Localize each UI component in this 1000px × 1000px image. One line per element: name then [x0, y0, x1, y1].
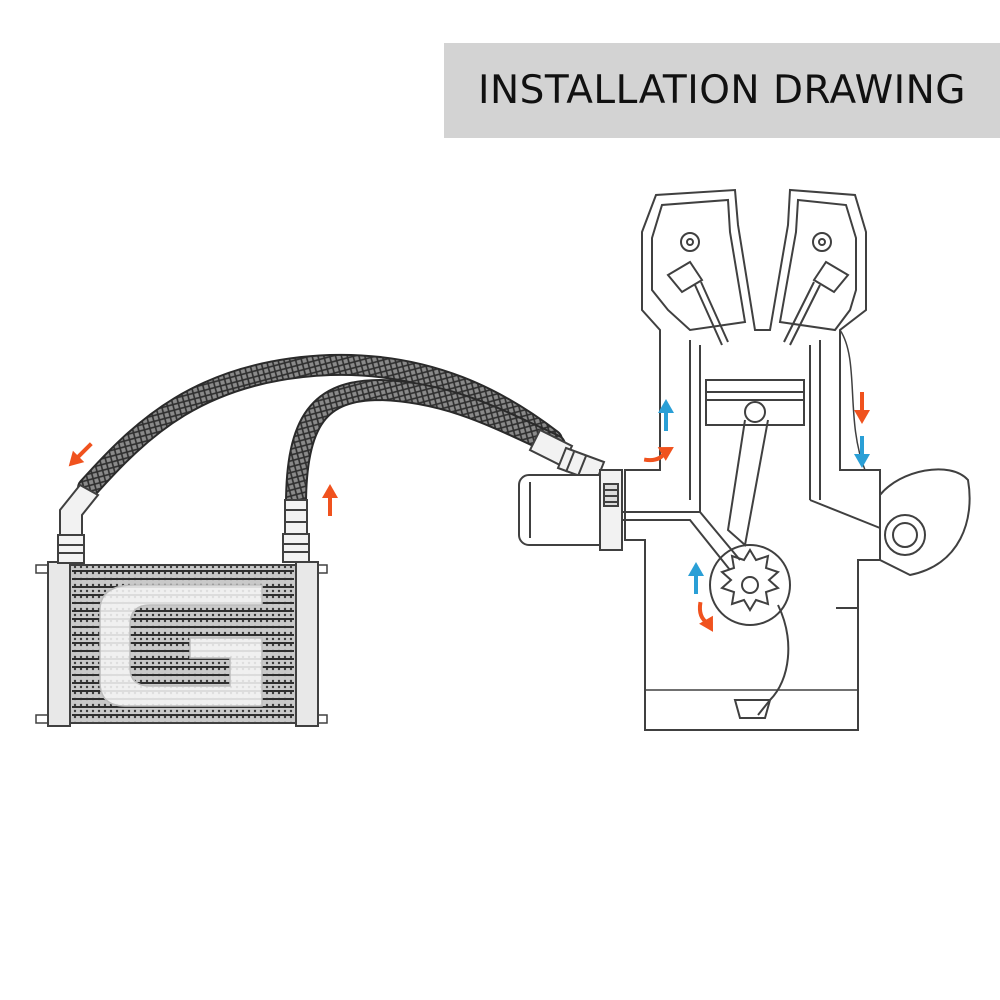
arrow-filter-to-block	[643, 447, 674, 463]
piston	[705, 379, 805, 426]
title-banner: INSTALLATION DRAWING	[444, 43, 1000, 138]
arrow-cylinder-left-gallery	[658, 399, 674, 431]
g-logo	[99, 584, 263, 707]
arrow-oil-pump-pickup	[697, 601, 713, 632]
accessory-pulley	[884, 514, 926, 556]
oil-pump-gear	[720, 548, 780, 612]
arrow-cooler-outlet-fitting	[68, 442, 93, 467]
cooler-inlet-fitting	[282, 499, 310, 563]
braided-hose-outlet	[77, 353, 563, 499]
arrow-oil-pump-outlet	[688, 562, 704, 594]
braided-hose-inlet	[285, 378, 566, 516]
arrow-cooler-inlet-fitting	[322, 484, 338, 516]
cooler-outlet-fitting	[57, 483, 100, 564]
diagram-title: INSTALLATION DRAWING	[477, 68, 967, 113]
arrow-cylinder-right-return-top	[854, 392, 870, 424]
engine-cutaway	[622, 188, 971, 731]
sandwich-plate-adapter	[599, 469, 623, 551]
oil-cooler	[35, 561, 328, 727]
accessory-pulley-housing	[879, 468, 971, 577]
arrow-cylinder-right-return-bottom	[854, 436, 870, 468]
flow-arrows	[68, 392, 870, 632]
crankshaft	[709, 544, 791, 626]
